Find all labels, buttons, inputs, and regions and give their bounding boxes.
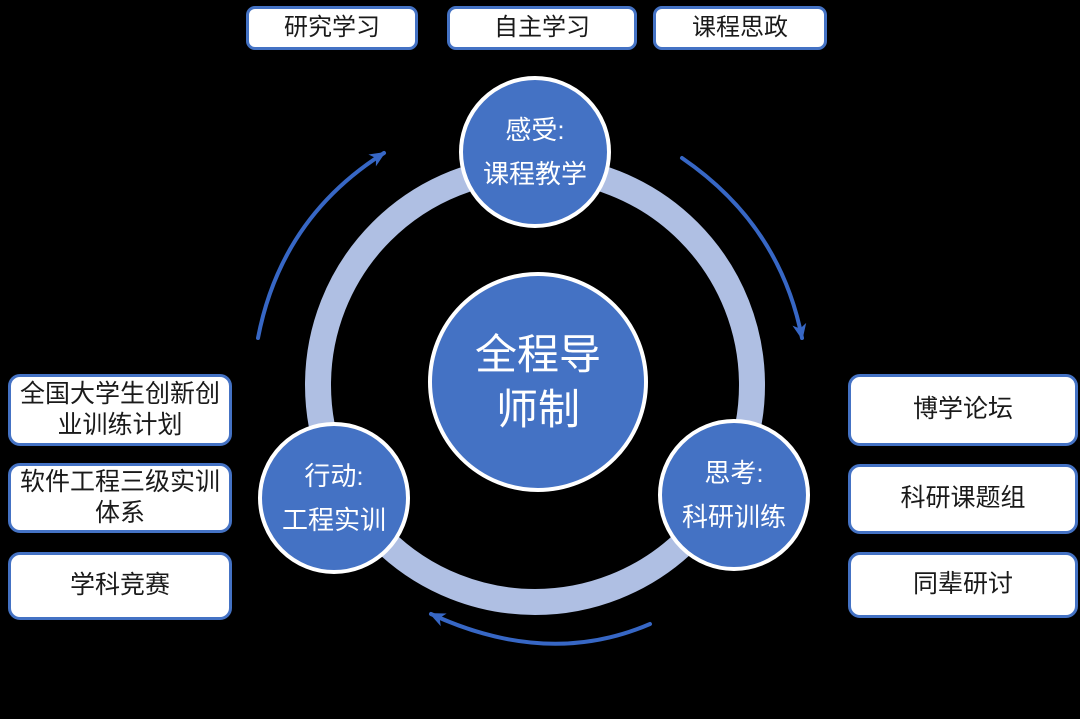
left-box-label: 学科竞赛 xyxy=(69,571,170,600)
left-box-label: 全国大学生创新创业训练计划 xyxy=(19,379,220,439)
right-box-label: 科研课题组 xyxy=(900,484,1026,513)
satellite-line2: 课程教学 xyxy=(482,159,587,189)
satellite-circle-action-training: 行动: 工程实训 xyxy=(258,422,410,574)
right-box-label: 博学论坛 xyxy=(912,395,1013,424)
right-box-forum: 博学论坛 xyxy=(848,374,1078,446)
top-box-label: 自主学习 xyxy=(494,14,590,41)
top-box-curriculum-ideology: 课程思政 xyxy=(653,6,827,50)
center-line1: 全程导 xyxy=(474,331,601,378)
cycle-arrow-upper-left xyxy=(256,151,386,340)
top-box-label: 研究学习 xyxy=(284,14,380,41)
center-circle-mentor-system: 全程导 师制 xyxy=(428,272,648,492)
satellite-circle-feel-teaching: 感受: 课程教学 xyxy=(459,76,611,228)
left-box-competitions: 学科竞赛 xyxy=(8,552,232,620)
left-box-label: 软件工程三级实训体系 xyxy=(19,467,220,527)
satellite-circle-think-research: 思考: 科研训练 xyxy=(658,419,810,571)
right-box-peer-discussion: 同辈研讨 xyxy=(848,552,1078,618)
right-box-research-group: 科研课题组 xyxy=(848,464,1078,534)
satellite-line1: 行动: xyxy=(304,461,364,491)
left-box-innovation-program: 全国大学生创新创业训练计划 xyxy=(8,374,232,446)
satellite-line1: 思考: xyxy=(704,458,764,488)
right-box-label: 同辈研讨 xyxy=(912,570,1013,599)
top-box-label: 课程思政 xyxy=(692,14,788,41)
satellite-line2: 工程实训 xyxy=(281,505,386,535)
satellite-line1: 感受: xyxy=(505,115,565,145)
cycle-arrow-right xyxy=(680,156,807,340)
center-line2: 师制 xyxy=(495,386,580,433)
top-box-autonomous-learning: 自主学习 xyxy=(447,6,637,50)
cycle-arrow-bottom xyxy=(429,612,652,646)
left-box-training-system: 软件工程三级实训体系 xyxy=(8,463,232,533)
top-box-research-learning: 研究学习 xyxy=(246,6,418,50)
satellite-line2: 科研训练 xyxy=(681,502,786,532)
